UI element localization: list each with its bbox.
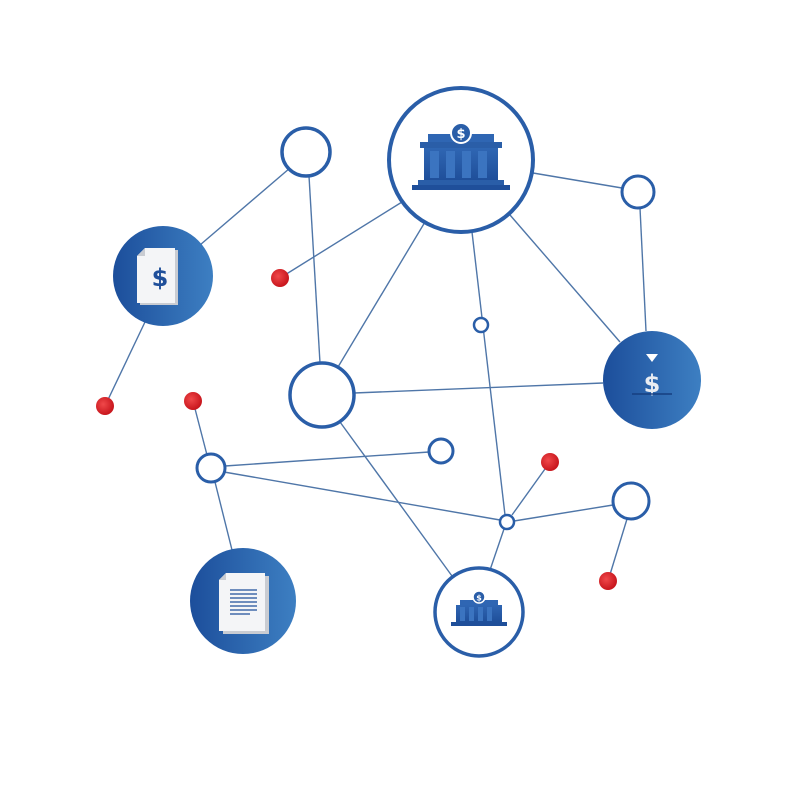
red-dot [184,392,202,410]
edge [607,518,628,582]
dollar-glyph: $ [152,264,169,292]
edge [192,400,208,456]
edge [532,172,623,189]
node-ring [620,174,656,210]
edge [471,231,506,516]
red-dot [541,453,559,471]
node-ring [195,452,227,484]
red-dot [599,572,617,590]
red-dot [96,397,114,415]
dollar-glyph: $ [644,370,661,398]
edge [337,221,426,368]
dollar-deposit-icon: $ [632,354,672,398]
bank-small-node: $ [433,566,525,658]
document-node [190,548,296,654]
edge [214,481,233,551]
red-dot [271,269,289,287]
dollar-glyph: $ [476,594,482,603]
node-ring [288,361,356,429]
edge [104,321,146,407]
bank-icon: $ [451,590,507,626]
edge [308,175,321,364]
edge [489,528,505,571]
edge [199,167,291,246]
edge [639,207,647,332]
red-dots [96,269,617,590]
bank-icon: $ [412,122,510,190]
node-ring [611,481,651,521]
edge [513,504,614,522]
invoice-dollar-node: $ [113,226,213,326]
dollar-glyph: $ [456,127,465,142]
edges [104,167,647,582]
edge [224,451,430,467]
document-dollar-icon: $ [137,248,178,305]
deposit-dollar-node: $ [603,331,701,429]
node-ring [280,126,332,178]
bank-main-node: $ [387,86,535,234]
node-ring [498,513,516,531]
ring-nodes [195,126,656,531]
edge [279,201,403,279]
edge [223,471,501,521]
edge [509,214,621,343]
document-icon [219,573,269,634]
node-ring [427,437,455,465]
edge [339,421,453,577]
edge [353,382,604,394]
edge [511,461,551,516]
node-ring [472,316,490,334]
